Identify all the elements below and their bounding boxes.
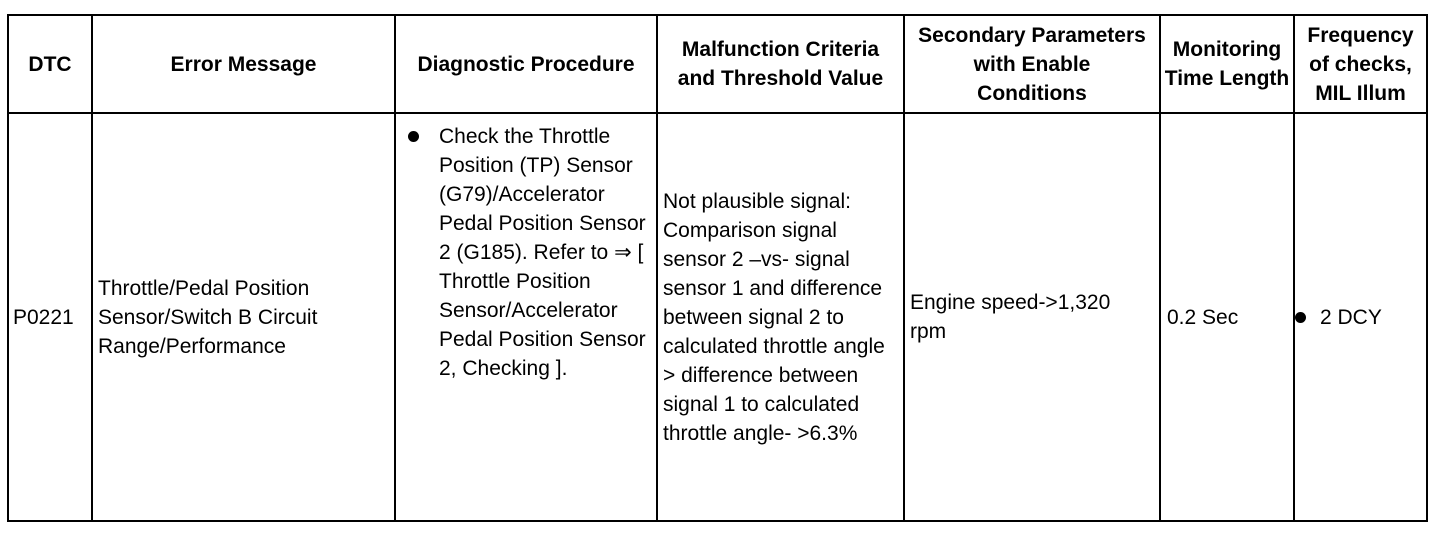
header-dtc: DTC <box>7 14 93 114</box>
frequency-item: 2 DCY <box>1295 303 1382 332</box>
cell-diagnostic-procedure: Check the Throttle Position (TP) Sensor … <box>394 112 658 522</box>
procedure-list-item: Check the Throttle Position (TP) Sensor … <box>406 122 654 383</box>
frequency-text: 2 DCY <box>1320 306 1382 329</box>
cell-malfunction-criteria: Not plausible signal: Comparison signal … <box>656 112 905 522</box>
dtc-table: DTC Error Message Diagnostic Procedure M… <box>7 14 1428 522</box>
cell-frequency: 2 DCY <box>1293 112 1428 522</box>
bullet-icon <box>1295 312 1306 323</box>
header-frequency: Frequency of checks, MIL Illum <box>1293 14 1428 114</box>
header-row: DTC Error Message Diagnostic Procedure M… <box>7 14 1428 114</box>
header-malfunction-criteria: Malfunction Criteria and Threshold Value <box>656 14 905 114</box>
table-row: P0221 Throttle/Pedal Position Sensor/Swi… <box>7 112 1428 522</box>
table-header: DTC Error Message Diagnostic Procedure M… <box>7 14 1428 114</box>
header-monitoring-time: Monitoring Time Length <box>1159 14 1295 114</box>
cell-monitoring-time: 0.2 Sec <box>1159 112 1295 522</box>
header-error-message: Error Message <box>91 14 396 114</box>
cell-error-message: Throttle/Pedal Position Sensor/Switch B … <box>91 112 396 522</box>
procedure-text: Check the Throttle Position (TP) Sensor … <box>439 125 646 380</box>
cell-secondary-parameters: Engine speed->1,320 rpm <box>903 112 1161 522</box>
table-body: P0221 Throttle/Pedal Position Sensor/Swi… <box>7 112 1428 522</box>
procedure-list: Check the Throttle Position (TP) Sensor … <box>406 122 654 383</box>
header-secondary-parameters: Secondary Parameters with Enable Conditi… <box>903 14 1161 114</box>
cell-dtc: P0221 <box>7 112 93 522</box>
bullet-icon <box>408 131 419 142</box>
header-diagnostic-procedure: Diagnostic Procedure <box>394 14 658 114</box>
